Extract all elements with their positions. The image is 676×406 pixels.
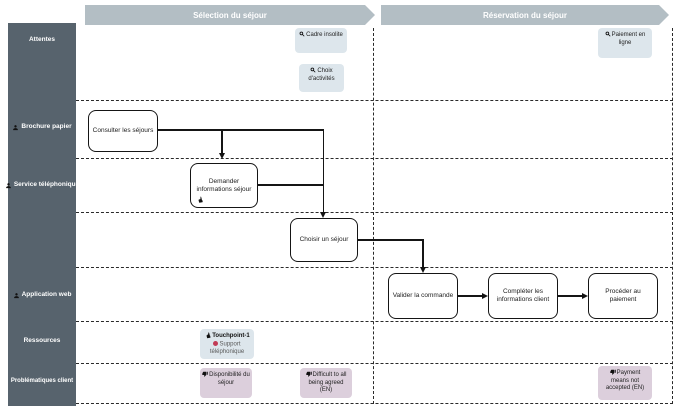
expectation-label: Cadre insolite bbox=[306, 32, 343, 38]
lane-label: Ressources bbox=[23, 337, 61, 344]
magnifier-icon bbox=[605, 31, 611, 37]
step-label: Compléter les informations client bbox=[496, 288, 550, 303]
arrowhead-down bbox=[419, 267, 426, 273]
magnifier-icon bbox=[299, 31, 305, 37]
lane-divider bbox=[76, 212, 673, 213]
connector-line bbox=[157, 129, 324, 131]
resource-label: Support téléphonique bbox=[209, 341, 245, 355]
connector-line bbox=[422, 239, 424, 268]
pain-label: Difficult to all being agreed (EN) bbox=[308, 372, 347, 393]
phase-reservation-sejour: Réservation du séjour bbox=[381, 5, 669, 25]
red-dot-icon bbox=[213, 340, 219, 346]
step-valider-la-commande: Valider la commande bbox=[388, 273, 458, 319]
lane-label: Application web bbox=[21, 291, 72, 298]
magnifier-icon bbox=[310, 67, 316, 73]
person-icon bbox=[5, 182, 11, 188]
phase-label: Réservation du séjour bbox=[482, 10, 568, 20]
hand-pointer-icon: ☚ bbox=[194, 195, 206, 205]
thumbs-down-icon bbox=[305, 371, 312, 377]
expectation-label: Paiement en ligne bbox=[611, 32, 646, 46]
lane-label: Brochure papier bbox=[21, 123, 72, 130]
lane-application-web: Application web bbox=[8, 291, 76, 299]
step-label: Procéder au paiement bbox=[605, 288, 641, 303]
lane-label: Problématiques client bbox=[10, 378, 74, 384]
phase-selection-sejour: Sélection du séjour bbox=[85, 5, 375, 25]
step-label: Consulter les séjours bbox=[92, 127, 154, 134]
arrowhead-down bbox=[218, 153, 225, 159]
expectation-paiement-en-ligne: Paiement en ligne bbox=[598, 28, 652, 58]
arrowhead-right bbox=[582, 292, 588, 299]
step-consulter-les-sejours: Consulter les séjours bbox=[88, 110, 158, 152]
connector-line bbox=[357, 239, 424, 241]
resource-support-telephonique: ☚ Touchpoint-1 Support téléphonique bbox=[200, 329, 254, 359]
pain-payment-means-not-accepted: Payment means not accepted (EN) bbox=[598, 366, 652, 400]
pain-difficult-to-all-being-agreed: Difficult to all being agreed (EN) bbox=[300, 368, 352, 398]
step-label: Choisir un séjour bbox=[299, 236, 349, 243]
step-demander-informations-sejour: Demander informations séjour ☚ bbox=[190, 163, 258, 208]
connector-line bbox=[557, 295, 583, 297]
phase-divider bbox=[672, 28, 673, 404]
pain-label: Payment means not accepted (EN) bbox=[605, 370, 645, 391]
phase-label: Sélection du séjour bbox=[193, 10, 267, 20]
expectation-choix-activites: Choix d'activités bbox=[299, 64, 344, 92]
lane-divider bbox=[76, 100, 673, 101]
person-icon bbox=[13, 124, 19, 130]
lane-ressources: Ressources bbox=[8, 337, 76, 345]
thumbs-down-icon bbox=[202, 371, 208, 377]
phase-divider bbox=[373, 28, 374, 404]
person-icon bbox=[13, 292, 19, 298]
step-choisir-un-sejour: Choisir un séjour bbox=[290, 218, 358, 262]
arrowhead-right bbox=[482, 292, 488, 299]
lane-label: Service téléphonique bbox=[13, 181, 80, 188]
lane-divider bbox=[76, 267, 673, 268]
arrowhead-down bbox=[320, 212, 327, 218]
lane-divider bbox=[76, 158, 673, 159]
lane-divider bbox=[76, 321, 673, 322]
step-completer-informations-client: Compléter les informations client bbox=[488, 273, 558, 319]
pain-label: Disponibilité du séjour bbox=[209, 372, 250, 386]
lane-divider bbox=[76, 403, 673, 404]
step-proceder-au-paiement: Procéder au paiement bbox=[588, 273, 658, 319]
connector-line bbox=[257, 184, 324, 186]
connector-line bbox=[322, 129, 325, 213]
lane-brochure-papier: Brochure papier bbox=[8, 123, 76, 131]
lane-service-telephonique: Service téléphonique bbox=[5, 181, 80, 189]
lane-label: Attentes bbox=[28, 36, 55, 43]
connector-line bbox=[221, 129, 223, 154]
expectation-cadre-insolite: Cadre insolite bbox=[295, 28, 347, 53]
step-label: Valider la commande bbox=[392, 292, 454, 299]
touchpoint-label: Touchpoint-1 bbox=[212, 333, 250, 339]
lane-attentes: Attentes bbox=[8, 36, 76, 44]
hand-pointer-icon: ☚ bbox=[203, 331, 212, 340]
pain-disponibilite-du-sejour: Disponibilité du séjour bbox=[200, 368, 252, 398]
lane-divider bbox=[76, 363, 673, 364]
step-label: Demander informations séjour bbox=[196, 177, 252, 193]
thumbs-down-icon bbox=[609, 369, 616, 375]
connector-line bbox=[457, 295, 483, 297]
lane-column bbox=[8, 23, 76, 406]
expectation-label: Choix d'activités bbox=[308, 68, 335, 82]
lane-problematiques-client: Problématiques client bbox=[8, 377, 76, 385]
